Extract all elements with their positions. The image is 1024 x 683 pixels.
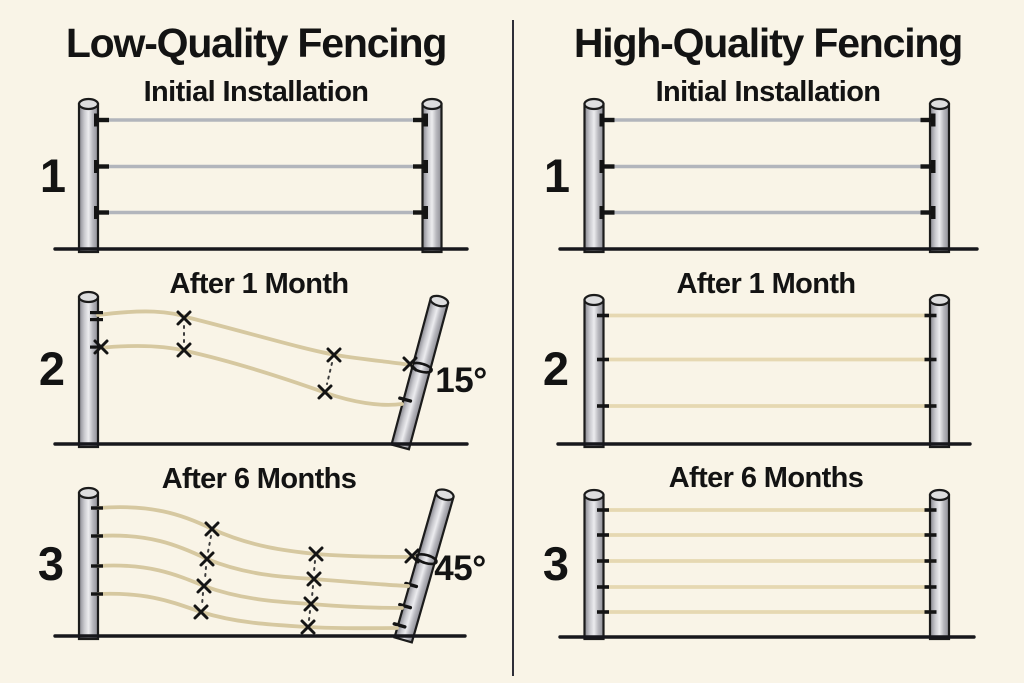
sag-marker-icon	[176, 342, 192, 358]
wire-clip-icon	[920, 113, 936, 219]
sag-connector	[326, 362, 333, 385]
panel-subtitle: Initial Installation	[656, 76, 881, 108]
wire-clip-icon	[90, 311, 103, 349]
panel-subtitle: Initial Installation	[144, 76, 369, 108]
fence-wire-sagging	[96, 505, 416, 559]
column-title-low: Low-Quality Fencing	[66, 20, 446, 66]
fence-post-left	[77, 97, 100, 254]
fence-wire-sagging	[96, 533, 410, 588]
stage-number: 1	[40, 149, 66, 202]
sag-marker-icon	[308, 546, 324, 562]
sag-marker-icon	[176, 310, 192, 326]
sag-connector	[201, 592, 204, 606]
sag-connector	[311, 585, 314, 598]
sag-marker-icon	[317, 384, 333, 400]
fence-post-left	[583, 97, 605, 254]
wire-clip-icon	[597, 508, 937, 614]
stage-number: 3	[38, 537, 64, 590]
sag-marker-icon	[306, 571, 322, 587]
stage-number: 3	[543, 537, 569, 590]
panel-high-6months: After 6 Months 3	[543, 462, 976, 641]
panel-high-initial: Initial Installation 1	[544, 76, 979, 254]
panel-subtitle: After 1 Month	[169, 268, 348, 300]
sag-marker-icon	[300, 619, 316, 635]
sag-marker-icon	[402, 356, 418, 372]
tilt-angle-label: 45°	[434, 549, 485, 588]
wire-clip-icon	[94, 113, 109, 219]
sag-marker-icon	[193, 604, 209, 620]
panel-high-1month: After 1 Month 2	[543, 268, 972, 449]
sag-marker-icon	[326, 347, 342, 363]
panel-subtitle: After 1 Month	[676, 268, 855, 300]
post-tick	[398, 602, 413, 610]
sag-marker-icon	[93, 339, 109, 355]
wire-clip-icon	[413, 113, 428, 219]
sag-marker-icon	[196, 578, 212, 594]
fence-post-left	[583, 488, 605, 641]
fence-post-tilted	[392, 488, 455, 644]
fence-post-right	[928, 488, 951, 641]
sag-marker-icon	[303, 596, 319, 612]
sag-connector	[313, 560, 316, 573]
sag-marker-icon	[404, 548, 420, 564]
column-low-quality: Low-Quality Fencing Initial Installation…	[38, 20, 487, 644]
fence-post-left	[77, 290, 100, 449]
panel-low-initial: Initial Installation 1	[40, 76, 469, 254]
column-high-quality: High-Quality Fencing Initial Installatio…	[543, 20, 979, 641]
fence-post-tilted	[390, 294, 450, 451]
sag-connector	[308, 610, 311, 621]
fence-wire-sagging	[96, 309, 413, 367]
panel-subtitle: After 6 Months	[669, 462, 864, 494]
stage-number: 1	[544, 149, 570, 202]
sag-connector	[204, 566, 207, 580]
fence-post-left	[77, 486, 100, 641]
fence-post-left	[583, 293, 605, 449]
sag-connector	[207, 535, 212, 553]
sag-marker-icon	[204, 521, 220, 537]
panel-low-6months: After 6 Months 3	[38, 463, 486, 644]
panel-subtitle: After 6 Months	[162, 463, 357, 495]
post-tick	[404, 581, 419, 589]
wire-clip-icon	[91, 506, 103, 596]
column-title-high: High-Quality Fencing	[574, 20, 962, 66]
wire-clip-icon	[599, 113, 615, 219]
fence-wire-sagging	[96, 563, 404, 610]
post-tick	[398, 396, 413, 403]
sag-marker-icon	[199, 551, 215, 567]
stage-number: 2	[39, 342, 65, 395]
stage-number: 2	[543, 342, 569, 395]
fence-wire-sagging	[96, 591, 399, 631]
tilt-collar-icon	[414, 553, 438, 566]
wire-clip-icon	[597, 313, 937, 408]
panel-low-1month: After 1 Month 2	[39, 268, 487, 451]
post-tick	[392, 622, 407, 629]
tilt-angle-label: 15°	[435, 361, 486, 400]
fence-post-right	[928, 293, 951, 449]
fence-wire-sagging	[96, 343, 404, 407]
